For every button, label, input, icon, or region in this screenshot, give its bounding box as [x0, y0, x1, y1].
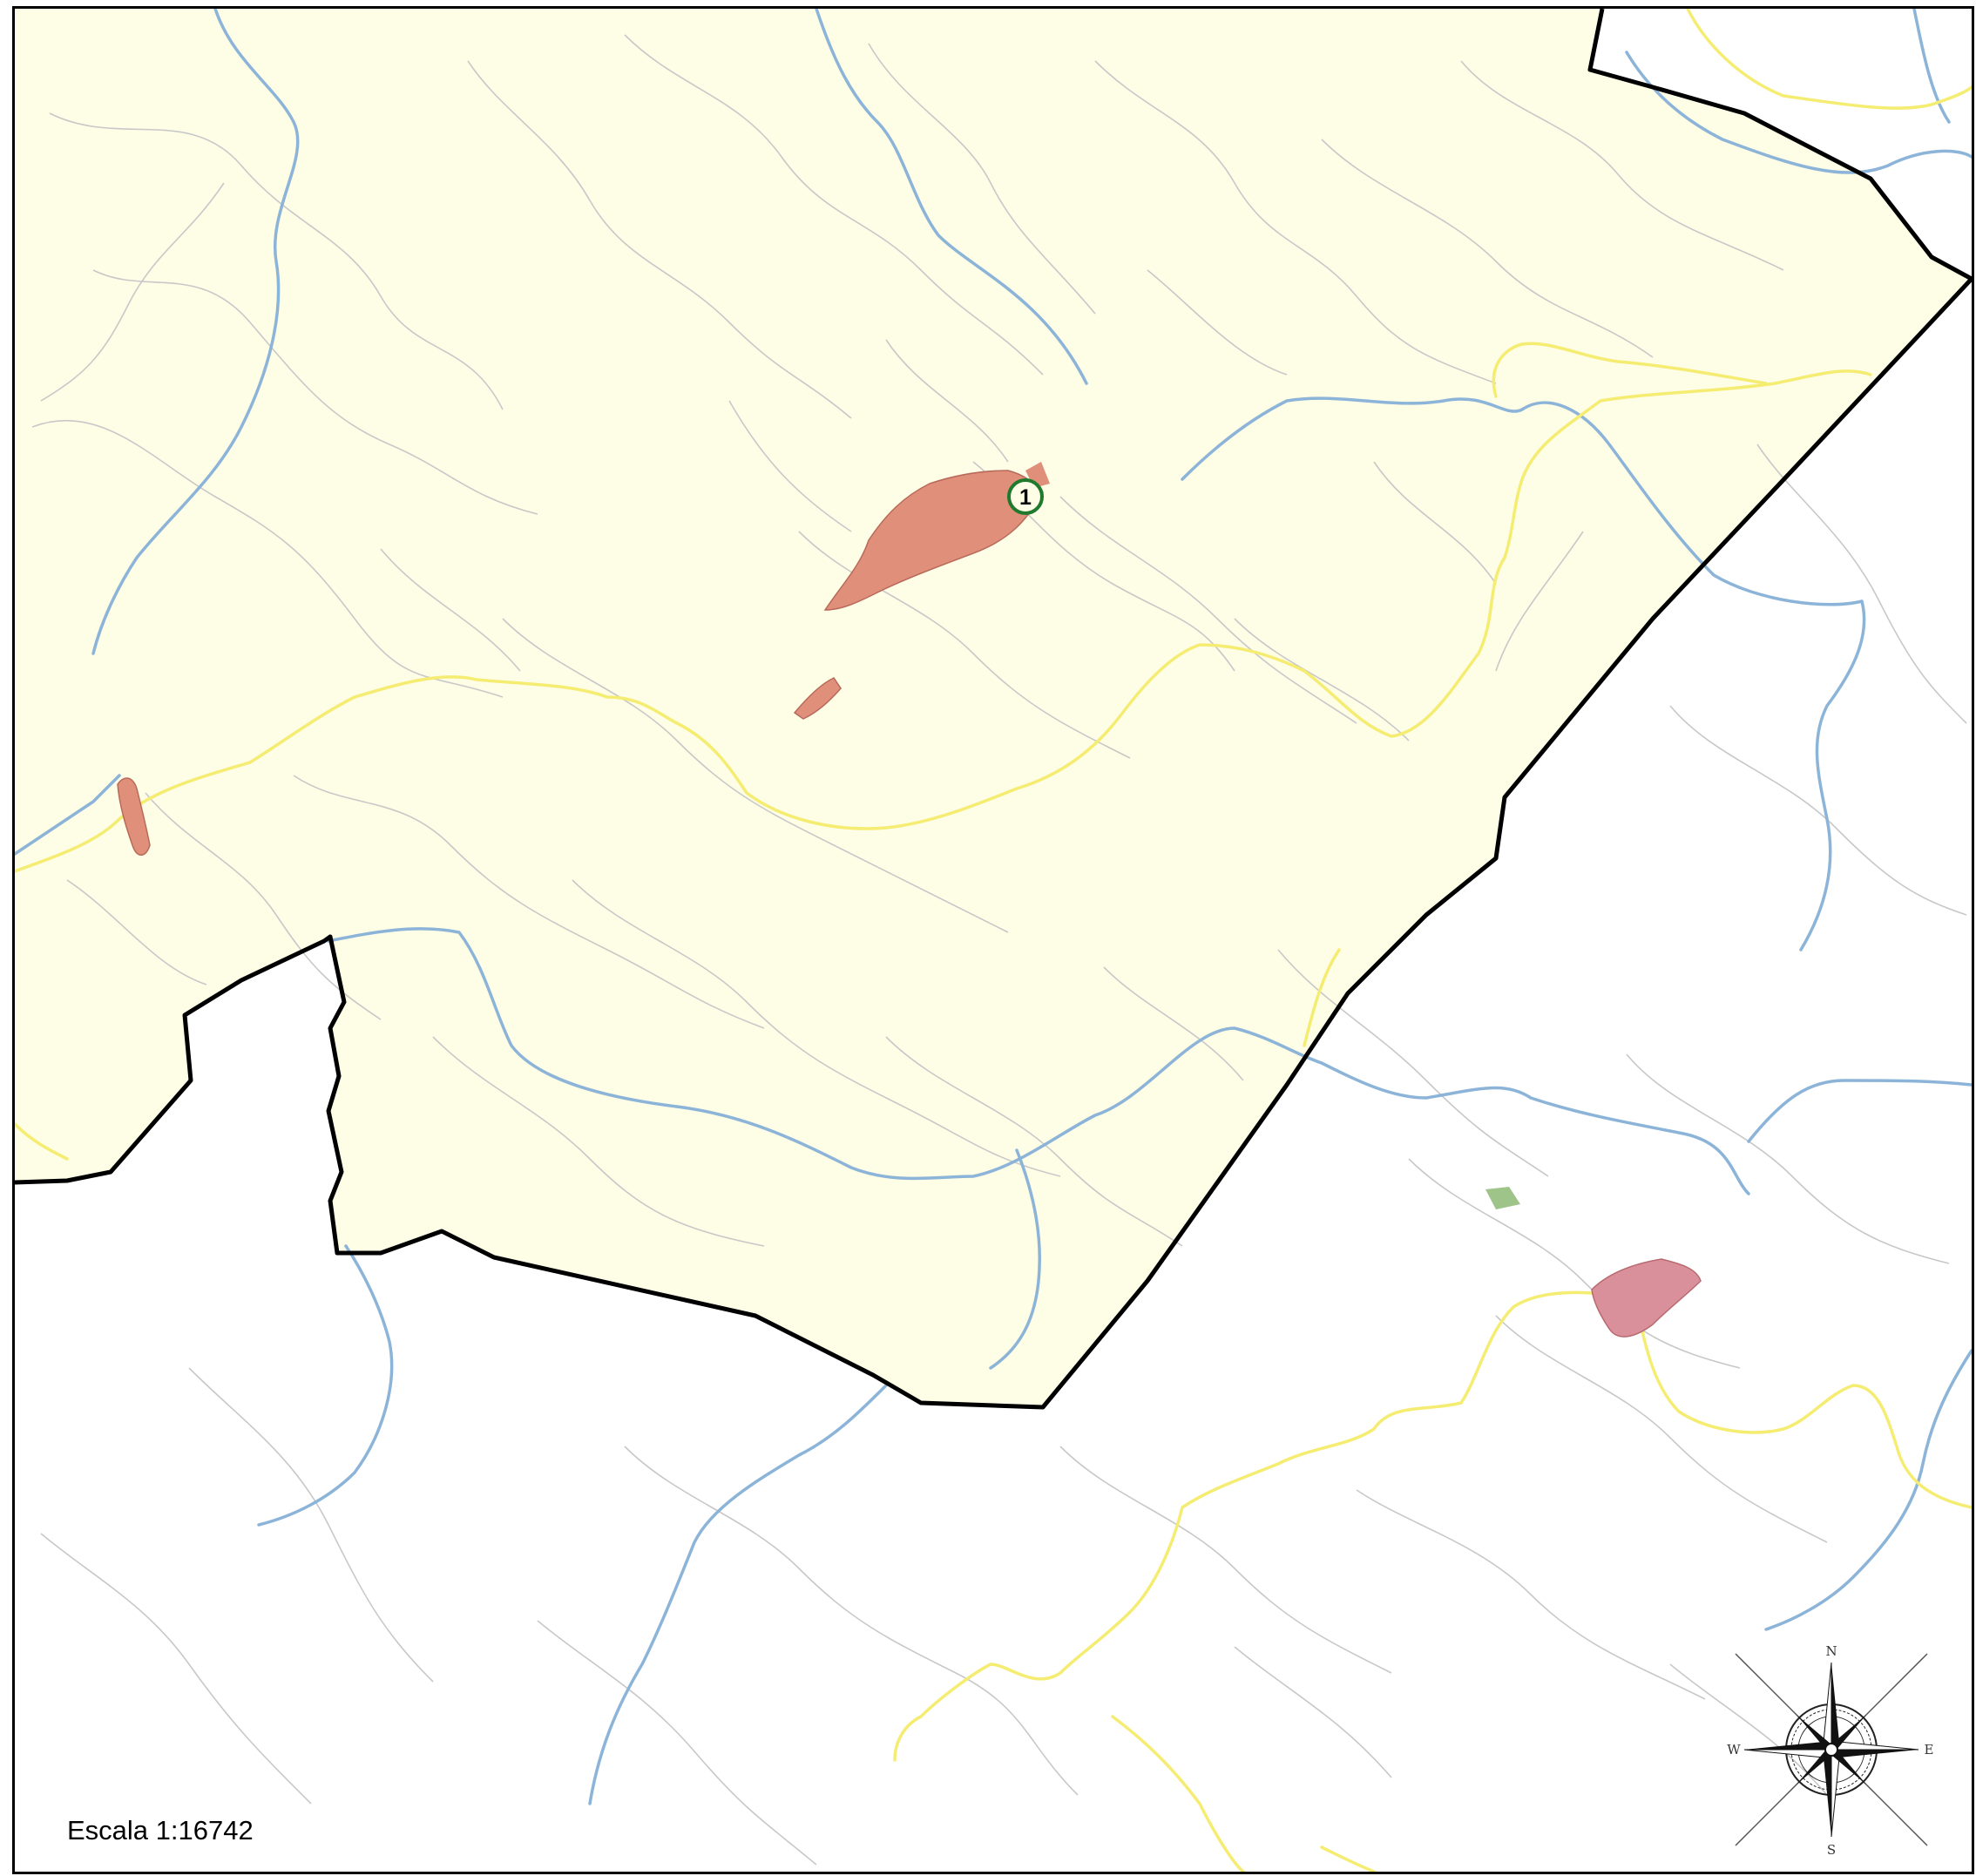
green-area [1485, 1187, 1520, 1209]
compass-rose-icon: N S E W [1727, 1643, 1933, 1858]
compass-north-label: N [1825, 1643, 1837, 1659]
map-canvas[interactable]: 1 N S E W [15, 9, 1972, 1872]
location-marker-label: 1 [1019, 485, 1032, 510]
rivers [15, 9, 1972, 1805]
municipality-area [15, 9, 1972, 1407]
contour-lines [31, 34, 1967, 1866]
urban-area-south-settlement [793, 677, 842, 720]
urban-area-west-settlement [117, 777, 151, 856]
map-frame: 1 N S E W Escala 1:1674 [12, 6, 1974, 1874]
location-marker-icon[interactable]: 1 [1007, 478, 1044, 515]
compass-east-label: E [1925, 1742, 1934, 1757]
municipality-boundary [15, 9, 1972, 1410]
scale-label: Escala 1:16742 [67, 1815, 254, 1846]
compass-south-label: S [1827, 1842, 1836, 1858]
compass-west-label: W [1727, 1742, 1741, 1757]
roads [15, 9, 1972, 1872]
urban-area-southeast-village [1591, 1258, 1702, 1338]
